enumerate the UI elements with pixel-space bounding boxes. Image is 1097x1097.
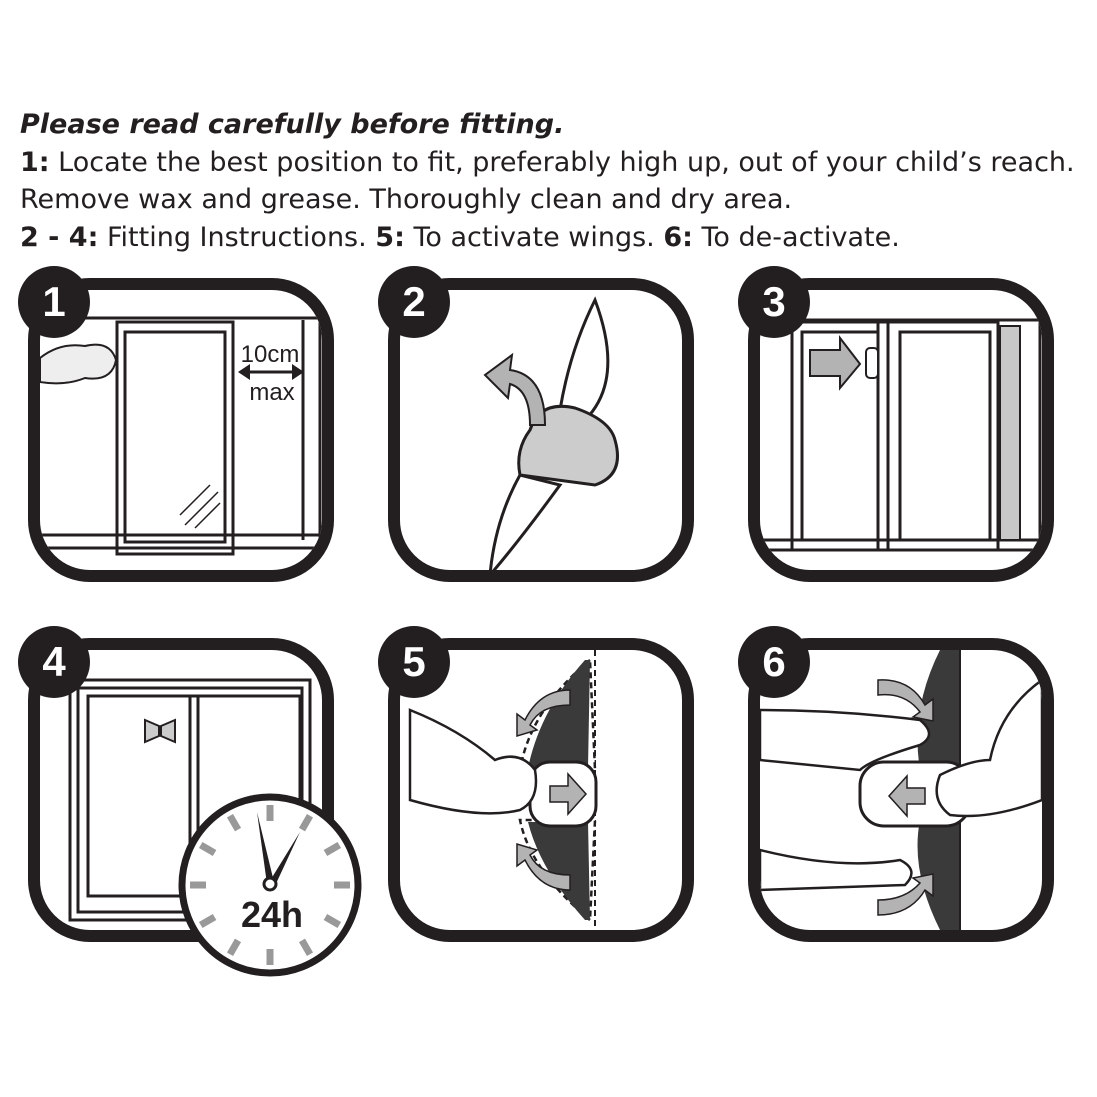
hand-cloth-icon <box>40 343 118 385</box>
clock-tick <box>198 913 217 929</box>
clock-icon: 24h <box>178 793 362 977</box>
rotate-arrow-icon <box>516 689 571 738</box>
rotate-arrow-icon <box>516 842 571 891</box>
step-label: 2 - 4: <box>20 221 99 253</box>
distance-label: 10cm <box>241 341 300 368</box>
finger-icon <box>408 708 538 815</box>
instruction-step-1: 1: Locate the best position to fit, pref… <box>20 144 1090 219</box>
push-arrow-icon <box>809 335 862 391</box>
instruction-steps-2-6: 2 - 4: Fitting Instructions. 5: To activ… <box>20 219 1090 257</box>
finger-icon <box>760 848 913 892</box>
rotate-arrow-icon <box>877 873 934 916</box>
step-number-3: 3 <box>738 266 810 338</box>
step-number-5: 5 <box>378 626 450 698</box>
finger-icon <box>760 708 931 772</box>
attach-lock-illustration <box>760 318 1042 552</box>
push-arrow-icon <box>549 772 588 816</box>
clock-label: 24h <box>241 894 303 935</box>
distance-qualifier: max <box>249 379 294 406</box>
clock-tick <box>198 841 217 857</box>
thumb-icon <box>935 678 1042 818</box>
clock-tick <box>226 938 242 957</box>
step-text: Fitting Instructions. <box>98 221 376 253</box>
step-number-6: 6 <box>738 626 810 698</box>
lock-unfold-illustration <box>483 296 619 570</box>
rotate-arrow-icon <box>877 679 934 722</box>
instructions-text: Please read carefully before fitting. 1:… <box>20 106 1090 256</box>
clock-tick <box>298 938 314 957</box>
step-number-2: 2 <box>378 266 450 338</box>
step-label: 1: <box>20 146 50 178</box>
step-2-panel <box>388 278 694 582</box>
push-arrow-icon <box>887 774 926 818</box>
clock-tick <box>298 813 314 832</box>
step-text: Locate the best position to fit, prefera… <box>20 146 1075 216</box>
clock-tick <box>226 813 242 832</box>
clock-tick <box>323 913 342 929</box>
instructions-title: Please read carefully before fitting. <box>20 109 565 140</box>
step-number-4: 4 <box>18 626 90 698</box>
step-1-panel: 10cm max <box>28 278 334 582</box>
step-3-panel <box>748 278 1054 582</box>
window-cleaning-illustration: 10cm max <box>40 316 322 556</box>
deactivate-wings-illustration <box>760 650 1042 930</box>
rotate-arrow-icon <box>483 352 547 426</box>
activate-wings-illustration <box>408 650 598 930</box>
lock-icon <box>144 718 176 744</box>
step-label: 5: <box>375 221 405 253</box>
step-number-1: 1 <box>18 266 90 338</box>
step-text: To activate wings. <box>404 221 664 253</box>
step-6-panel <box>748 638 1054 942</box>
clock-tick <box>323 841 342 857</box>
lock-icon <box>865 347 879 379</box>
step-label: 6: <box>663 221 693 253</box>
step-text: To de-activate. <box>692 221 900 253</box>
step-5-panel <box>388 638 694 942</box>
